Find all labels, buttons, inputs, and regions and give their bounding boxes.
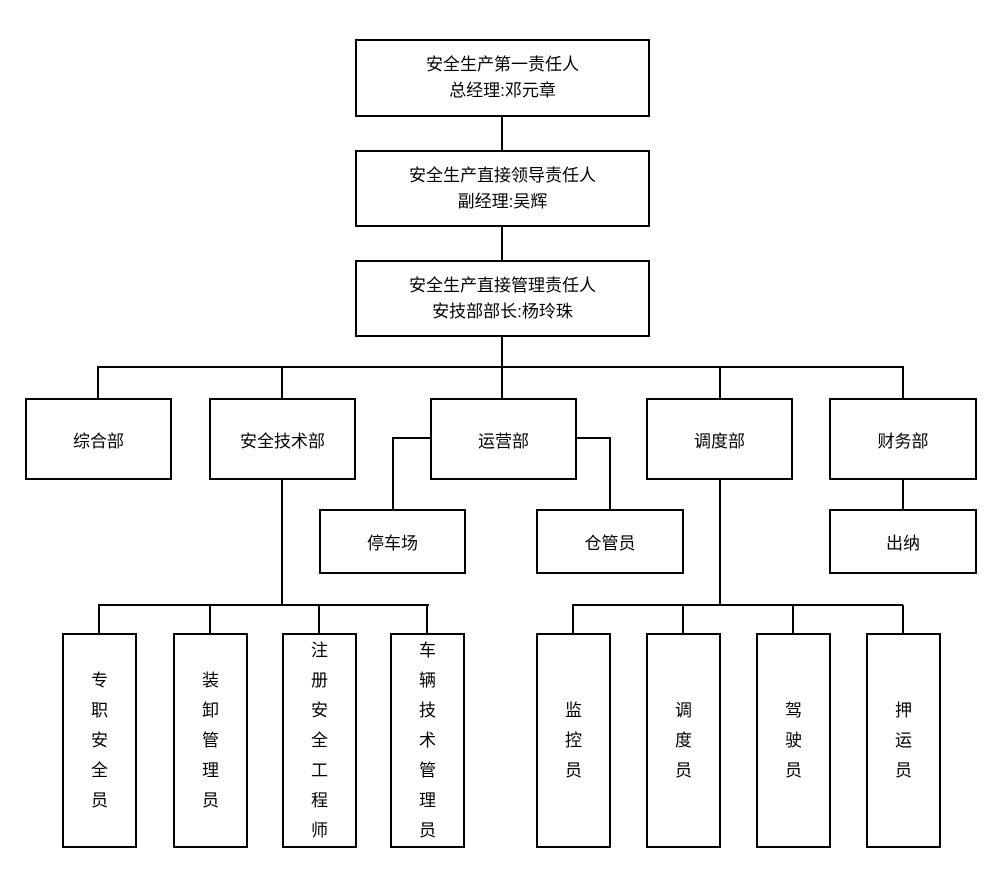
node-escort: 押 运 员 [866, 633, 941, 848]
node-title: 安全生产第一责任人 [426, 55, 579, 74]
node-label: 仓管员 [584, 534, 636, 553]
node-parking-lot: 停车场 [319, 509, 466, 574]
connector [902, 605, 904, 633]
connector [98, 605, 100, 633]
node-certified-safety-engineer: 注 册 安 全 工 程 师 [282, 633, 357, 848]
connector [719, 367, 721, 398]
dept-safety-tech: 安全技术部 [209, 398, 356, 480]
node-title: 安全生产直接领导责任人 [409, 165, 596, 185]
dept-dispatch: 调度部 [646, 398, 793, 480]
connector [792, 605, 794, 633]
node-label: 车 辆 技 术 管 理 员 [419, 640, 436, 840]
node-direct-leader: 安全生产直接领导责任人 副经理:吴辉 [355, 150, 650, 227]
dept-label: 调度部 [694, 431, 745, 451]
node-vehicle-tech-manager: 车 辆 技 术 管 理 员 [390, 633, 465, 848]
connector [902, 480, 904, 509]
node-label: 调 度 员 [675, 700, 692, 780]
connector [501, 226, 503, 260]
node-label: 专 职 安 全 员 [91, 670, 108, 810]
node-first-responsible: 安全生产第一责任人 总经理:邓元章 [355, 39, 650, 117]
dept-label: 综合部 [73, 431, 124, 451]
dept-operations: 运营部 [430, 398, 577, 480]
connector [902, 367, 904, 398]
connector [209, 605, 211, 633]
connector [281, 480, 283, 606]
node-person: 安技部部长:杨玲珠 [432, 301, 573, 321]
node-label: 驾 驶 员 [785, 700, 802, 780]
node-label: 押 运 员 [895, 700, 912, 780]
node-label: 出纳 [886, 534, 920, 553]
dept-label: 安全技术部 [240, 431, 325, 451]
connector [719, 480, 721, 606]
dept-label: 财务部 [877, 431, 929, 451]
node-label: 注 册 安 全 工 程 师 [311, 640, 328, 840]
node-monitor: 监 控 员 [536, 633, 611, 848]
node-person: 总经理:邓元章 [449, 81, 556, 100]
node-title: 安全生产直接管理责任人 [409, 275, 596, 295]
node-safety-officer: 专 职 安 全 员 [62, 633, 137, 848]
connector [318, 605, 320, 633]
connector [392, 437, 394, 509]
connector [682, 605, 684, 633]
dept-finance: 财务部 [829, 398, 977, 480]
connector [97, 366, 904, 368]
node-label: 停车场 [367, 534, 418, 553]
node-direct-manager: 安全生产直接管理责任人 安技部部长:杨玲珠 [355, 260, 650, 337]
connector [572, 605, 574, 633]
connector [281, 367, 283, 398]
node-driver: 驾 驶 员 [756, 633, 831, 848]
connector [98, 604, 429, 606]
node-label: 监 控 员 [565, 700, 582, 780]
connector [609, 437, 611, 509]
connector [572, 604, 903, 606]
node-person: 副经理:吴辉 [457, 191, 548, 211]
node-loading-manager: 装 卸 管 理 员 [173, 633, 248, 848]
dept-general-office: 综合部 [25, 398, 172, 480]
connector [577, 437, 611, 439]
node-cashier: 出纳 [829, 509, 977, 574]
dept-label: 运营部 [478, 431, 529, 451]
connector [392, 437, 430, 439]
node-label: 装 卸 管 理 员 [202, 670, 219, 810]
connector [501, 117, 503, 150]
node-dispatcher: 调 度 员 [646, 633, 721, 848]
node-warehouse-keeper: 仓管员 [536, 509, 684, 574]
connector [97, 367, 99, 398]
connector [426, 605, 428, 633]
